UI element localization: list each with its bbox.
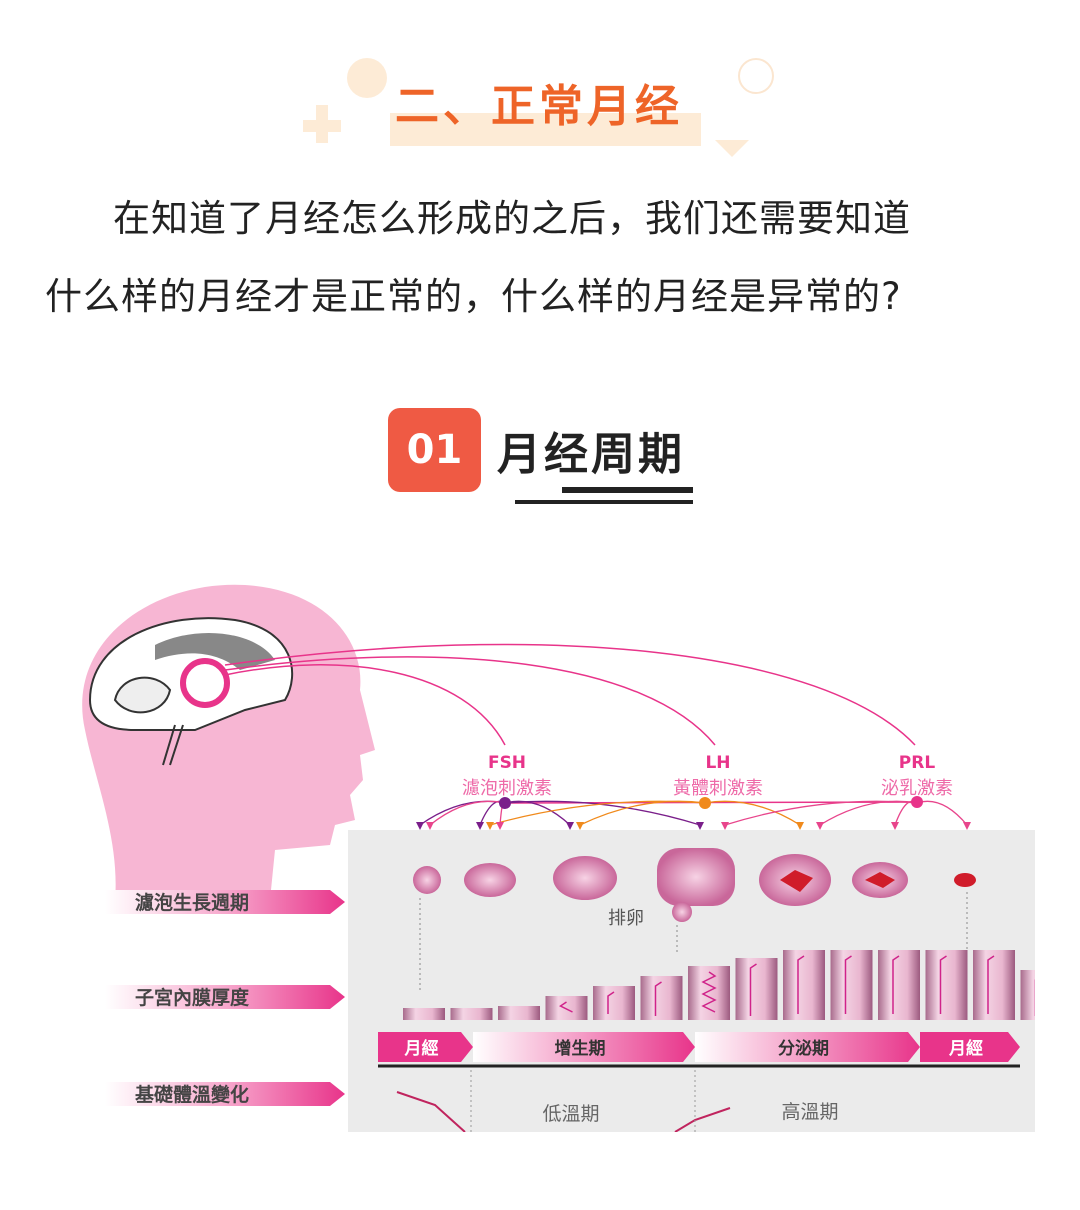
arrowhead-icon xyxy=(416,822,424,830)
row-label-tag: 基礎體溫變化 xyxy=(105,1082,345,1106)
decor-band xyxy=(390,113,701,146)
phase-label: 月經 xyxy=(948,1038,983,1059)
arrowhead-icon xyxy=(476,822,484,830)
endometrium-bar xyxy=(450,1008,493,1020)
endometrium-bar xyxy=(1020,970,1035,1020)
hormone-arrow xyxy=(579,800,706,826)
svg-text:FSH: FSH xyxy=(488,753,526,773)
phase-label: 月經 xyxy=(404,1038,439,1059)
title-underline xyxy=(562,487,693,493)
row-label: 子宮內膜厚度 xyxy=(135,986,250,1009)
endometrium-bar xyxy=(403,1008,445,1020)
temperature-curve xyxy=(396,1091,466,1132)
subsection-title: 月经周期 xyxy=(497,429,685,480)
endometrium-bar xyxy=(830,950,873,1020)
menstrual-cycle-diagram: FSH 濾泡刺激素 LH 黃體刺激素 PRL 泌乳激素 濾泡生長週期子宮內膜厚度… xyxy=(82,584,1035,1132)
hormone-arrow xyxy=(916,800,968,826)
decor-ring xyxy=(738,58,774,94)
endometrium-bars xyxy=(403,950,1035,1020)
intro-line: 在知道了月经怎么形成的之后，我们还需要知道 xyxy=(113,197,911,240)
hormone-arrow xyxy=(504,800,701,826)
endometrium-bar xyxy=(925,950,968,1020)
phase-segment: 分泌期 xyxy=(695,1032,920,1062)
svg-text:黃體刺激素: 黃體刺激素 xyxy=(673,778,763,799)
endometrium-bar xyxy=(878,950,920,1020)
phase-segment: 月經 xyxy=(920,1032,1020,1062)
endometrium-bar xyxy=(735,958,778,1020)
arrowhead-icon xyxy=(696,822,704,830)
hormone-arrow xyxy=(429,800,506,826)
row-label: 基礎體溫變化 xyxy=(134,1083,249,1106)
decor-circle xyxy=(347,58,387,98)
hormone-lh: LH 黃體刺激素 xyxy=(673,753,763,799)
decor-plus xyxy=(316,105,328,143)
high-temp-label: 高溫期 xyxy=(781,1101,838,1123)
decor-triangle xyxy=(715,140,749,157)
ovulation-label: 排卵 xyxy=(608,908,644,929)
intro-paragraph: 在知道了月经怎么形成的之后，我们还需要知道 什么样的月经才是正常的，什么样的月经… xyxy=(45,180,1045,336)
arrowhead-icon xyxy=(486,822,494,830)
pituitary-icon xyxy=(180,658,230,708)
arrowhead-icon xyxy=(566,822,574,830)
phase-label: 分泌期 xyxy=(778,1038,829,1059)
arrowhead-icon xyxy=(796,822,804,830)
arrowhead-icon xyxy=(426,822,434,830)
arrowhead-icon xyxy=(816,822,824,830)
endometrium-bar xyxy=(640,976,683,1020)
endometrium-bar xyxy=(498,1006,540,1020)
follicle-row xyxy=(413,848,976,922)
section-title: 二、正常月经 xyxy=(395,81,683,132)
hormone-arrows xyxy=(416,800,971,830)
endometrium-bar xyxy=(593,986,635,1020)
svg-text:PRL: PRL xyxy=(899,753,936,773)
row-label: 濾泡生長週期 xyxy=(135,891,249,914)
endometrium-bar xyxy=(783,950,825,1020)
phase-label: 增生期 xyxy=(555,1038,606,1059)
phase-segment: 增生期 xyxy=(473,1032,695,1062)
title-underline xyxy=(515,500,693,504)
hormone-arrow xyxy=(489,800,706,826)
arrowhead-icon xyxy=(496,822,504,830)
row-label-tag: 子宮內膜厚度 xyxy=(105,985,345,1009)
section-number-badge: 01 xyxy=(388,408,481,492)
arrowhead-icon xyxy=(576,822,584,830)
svg-text:LH: LH xyxy=(705,753,730,773)
endometrium-bar xyxy=(973,950,1015,1020)
hormone-arrow xyxy=(704,800,801,826)
endometrium-bar xyxy=(545,996,588,1020)
arrowhead-icon xyxy=(721,822,729,830)
low-temp-label: 低溫期 xyxy=(542,1103,599,1125)
hormone-fsh: FSH 濾泡刺激素 xyxy=(462,753,552,799)
arrowhead-icon xyxy=(963,822,971,830)
endometrium-bar xyxy=(688,966,730,1020)
arrowhead-icon xyxy=(891,822,899,830)
svg-text:泌乳激素: 泌乳激素 xyxy=(881,778,953,799)
phase-segment: 月經 xyxy=(378,1032,473,1062)
svg-text:濾泡刺激素: 濾泡刺激素 xyxy=(462,778,552,799)
hormone-arrow xyxy=(819,800,918,826)
row-label-tag: 濾泡生長週期 xyxy=(105,890,345,914)
hormone-prl: PRL 泌乳激素 xyxy=(881,753,953,799)
intro-line: 什么样的月经才是正常的，什么样的月经是异常的? xyxy=(45,275,902,318)
